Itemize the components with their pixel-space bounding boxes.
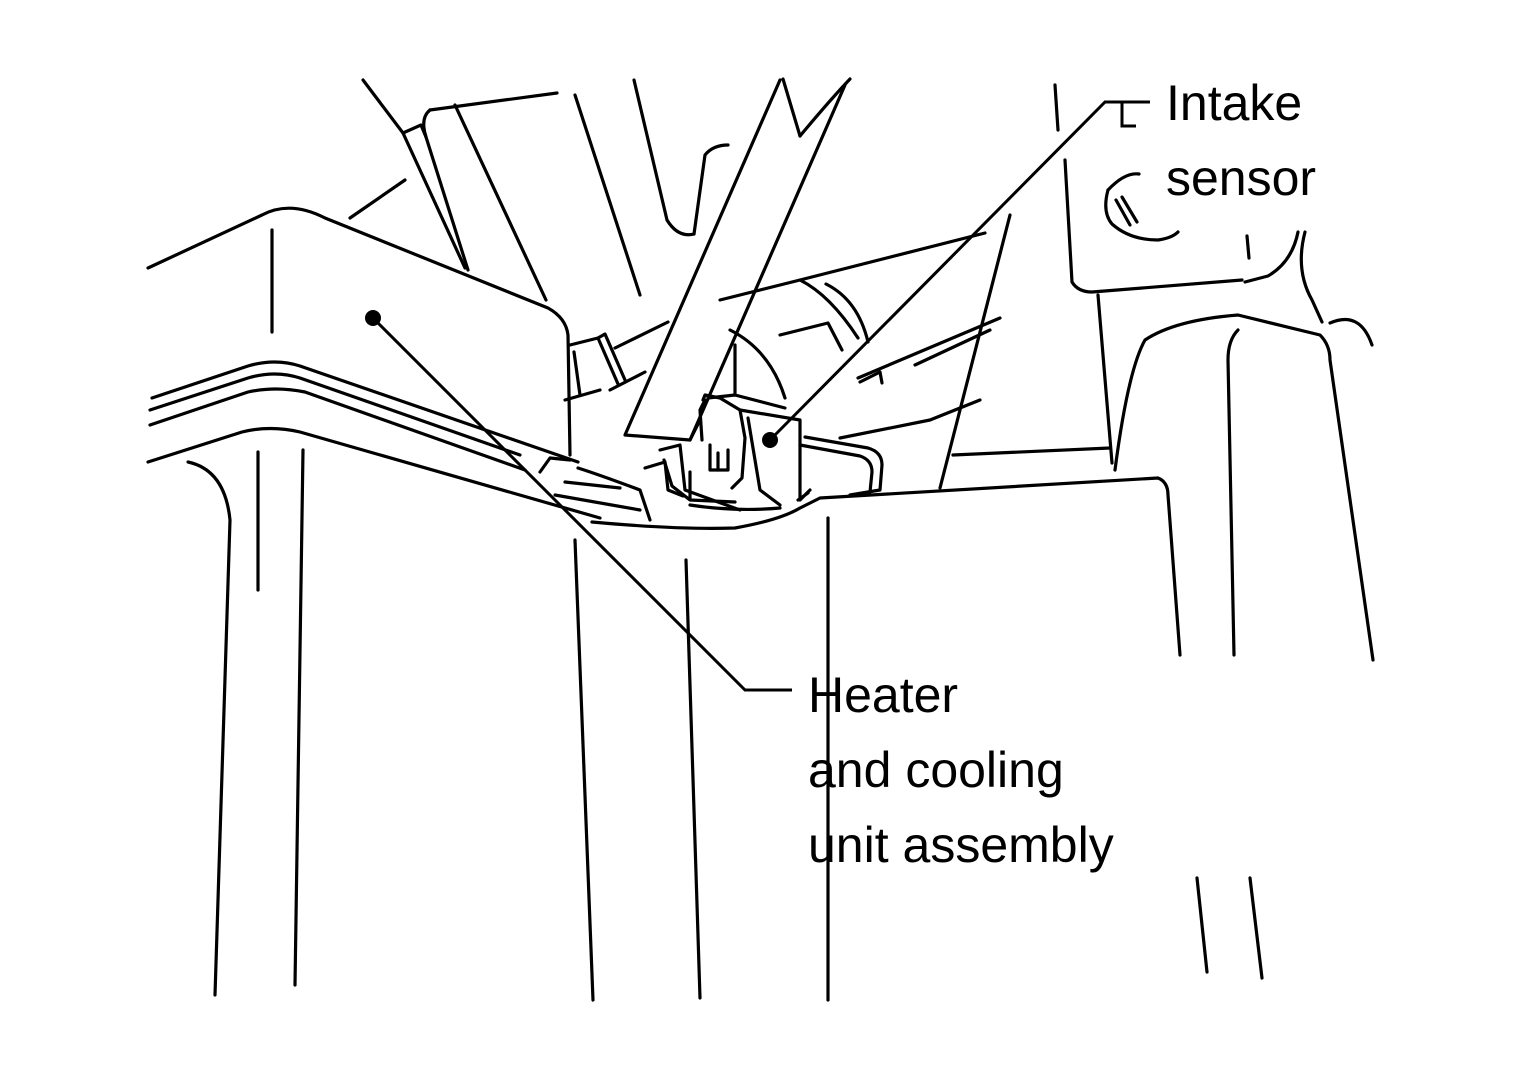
duct-and-bracket: [563, 320, 787, 500]
intake-sensor-label-line-1: Intake: [1166, 75, 1303, 131]
right-panel: [938, 83, 1375, 980]
intake-sensor-label: Intake sensor: [1166, 66, 1316, 216]
heater-cooling-unit-label-line-3: unit assembly: [808, 817, 1114, 873]
callout-leaders: [365, 100, 1150, 692]
heater-cooling-unit-label-line-1: Heater: [808, 667, 959, 723]
leader-heater-unit: [371, 316, 792, 692]
leader-intake-sensor: [768, 100, 1150, 442]
intake-sensor-label-line-2: sensor: [1166, 150, 1317, 206]
intake-sensor-part: [658, 393, 884, 512]
callout-dot-intake-sensor: [762, 432, 778, 448]
heater-cooling-unit-label: Heater and cooling unit assembly: [808, 658, 1114, 883]
upper-background-parts: [348, 77, 1112, 457]
rod: [623, 78, 847, 442]
central-housing: [576, 466, 1182, 657]
leader-intake-sensor-tick: [1120, 102, 1136, 128]
heater-cooling-unit: [146, 206, 830, 1002]
heater-cooling-unit-label-line-2: and cooling: [808, 742, 1064, 798]
callout-dot-heater-unit: [365, 310, 381, 326]
